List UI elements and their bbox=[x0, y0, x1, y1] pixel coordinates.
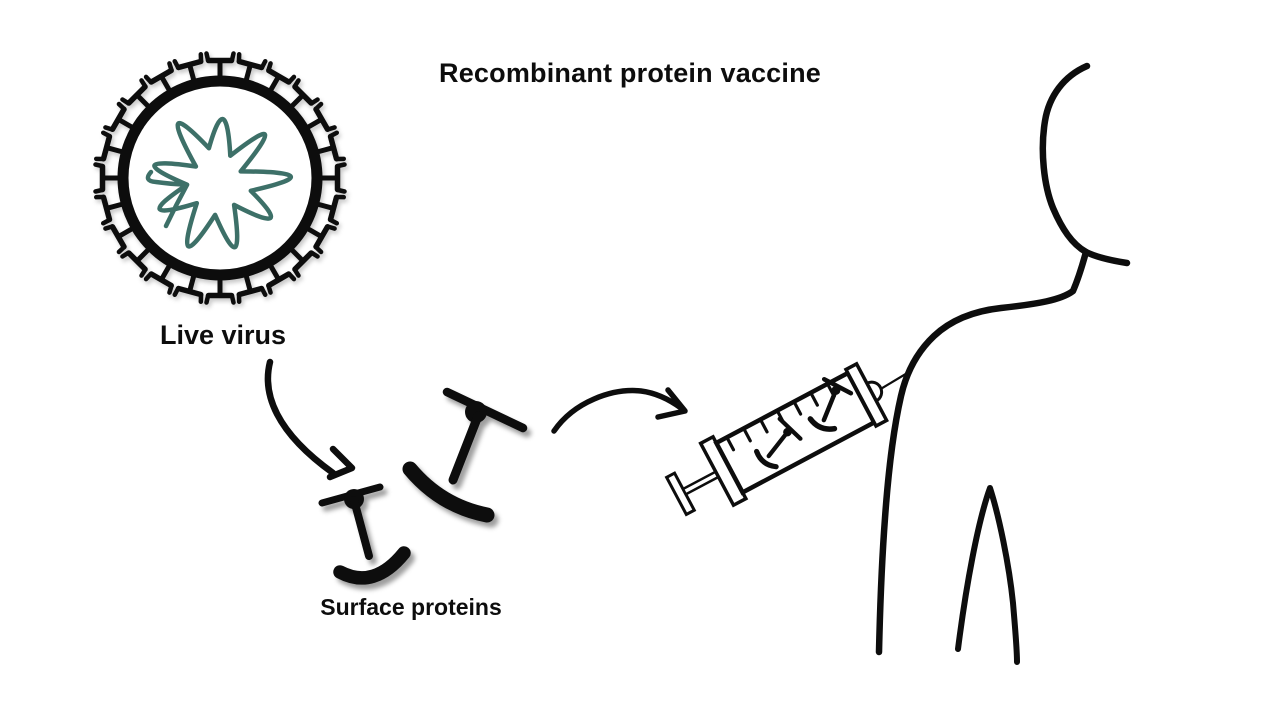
virus-spike-icon bbox=[103, 101, 136, 132]
syringe-cap bbox=[843, 361, 889, 429]
person-outline-icon bbox=[875, 62, 1131, 665]
virus-spike-icon bbox=[204, 276, 236, 305]
rna-strand-icon bbox=[145, 116, 293, 250]
virus-spike-icon bbox=[120, 246, 152, 278]
virus-spike-icon bbox=[103, 224, 136, 255]
syringe-plunger-handle bbox=[664, 471, 697, 517]
spike-protein-icon bbox=[318, 483, 411, 585]
virus-spike-icon bbox=[120, 78, 152, 110]
virus-spike-icon bbox=[288, 246, 320, 278]
virus-spike-icon bbox=[172, 51, 204, 83]
virus-spike-icon bbox=[93, 162, 122, 194]
virus-envelope-ring bbox=[117, 75, 323, 281]
virus-spike-icon bbox=[172, 273, 204, 305]
virus-spike-icon bbox=[266, 61, 297, 94]
syringe-plunger-rod bbox=[681, 469, 721, 496]
person-head bbox=[1039, 62, 1131, 267]
proteins-label: Surface proteins bbox=[320, 594, 502, 620]
surface-proteins-group bbox=[318, 387, 528, 585]
virus-spike-icon bbox=[143, 61, 174, 94]
virus-spike-icon bbox=[315, 194, 347, 226]
syringe-needle bbox=[877, 370, 911, 392]
curved-arrow-proteins-to-syringe-icon bbox=[551, 387, 688, 434]
spike-protein-icon bbox=[402, 387, 528, 523]
virus-spike-icon bbox=[93, 194, 125, 226]
virus-spike-icon bbox=[304, 224, 337, 255]
virus-spike-icon bbox=[288, 78, 320, 110]
virus-spike-icon bbox=[318, 162, 347, 194]
syringe-icon bbox=[664, 361, 911, 517]
person-inner-arm bbox=[955, 485, 1020, 665]
curved-arrow-virus-to-proteins-icon bbox=[264, 358, 356, 481]
diagram-title: Recombinant protein vaccine bbox=[439, 58, 821, 88]
virus-spike-icon bbox=[143, 262, 174, 295]
virus-spike-icon bbox=[236, 51, 268, 83]
virus-spike-icon bbox=[204, 51, 236, 80]
virus-spike-icon bbox=[93, 130, 125, 162]
virus-label: Live virus bbox=[159, 320, 287, 350]
virus-particle-icon bbox=[93, 51, 347, 305]
person-shoulder-arm bbox=[875, 248, 1090, 656]
virus-spike-icon bbox=[266, 262, 297, 295]
virus-spike-icon bbox=[315, 130, 347, 162]
virus-spike-icon bbox=[304, 101, 337, 132]
virus-spikes bbox=[93, 51, 347, 305]
virus-spike-icon bbox=[236, 273, 268, 305]
